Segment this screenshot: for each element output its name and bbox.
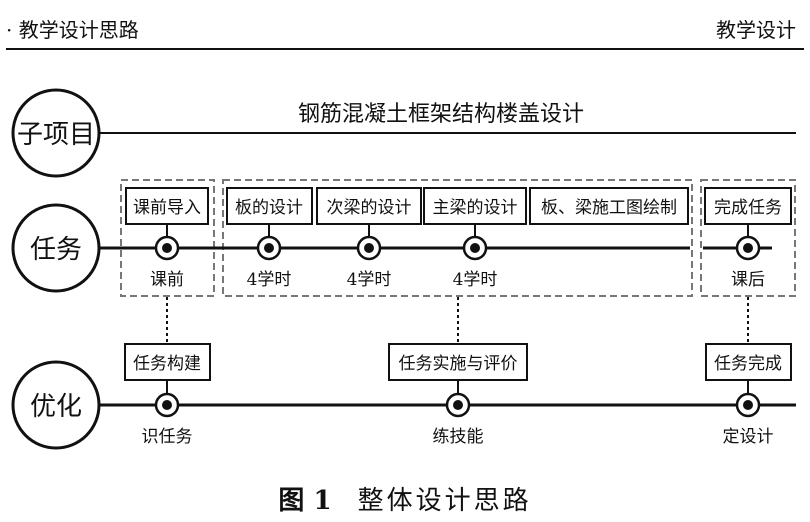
task-box-6: [704, 187, 792, 225]
optimize-box-1-label: 任务构建: [133, 354, 201, 374]
task-node-1: [256, 235, 282, 261]
header-section-label: · 教学设计思路: [6, 18, 139, 42]
task-node-2: [356, 235, 382, 261]
optimize-box-1: [124, 343, 211, 381]
optimize-box-3: [705, 343, 792, 381]
task-node-pre: [154, 235, 180, 261]
optimize-node-1-label: 识任务: [142, 427, 193, 447]
optimize-box-2: [388, 343, 528, 381]
task-box-5-label: 板、梁施工图绘制: [541, 198, 677, 218]
task-box-3-label: 次梁的设计: [327, 198, 412, 218]
task-box-6-label: 完成任务: [714, 198, 782, 218]
optimize-box-2-label: 任务实施与评价: [399, 354, 518, 374]
task-box-4-label: 主梁的设计: [433, 198, 518, 218]
optimize-node-2: [445, 392, 471, 418]
header-column-label: 教学设计: [716, 18, 796, 42]
optimize-node-1: [154, 392, 180, 418]
task-node-2-label: 4学时: [347, 270, 392, 290]
optimize-row-label: 优化: [30, 392, 82, 422]
figure-caption: 图 1 整体设计思路: [0, 480, 810, 517]
task-box-1-label: 课前导入: [133, 198, 201, 218]
task-node-3: [462, 235, 488, 261]
task-box-2-label: 板的设计: [235, 198, 303, 218]
task-node-post-label: 课后: [731, 270, 765, 290]
optimize-node-2-label: 练技能: [433, 427, 484, 447]
task-node-pre-label: 课前: [150, 270, 184, 290]
optimize-node-3: [735, 392, 761, 418]
subproject-title: 钢筋混凝土框架结构楼盖设计: [298, 102, 584, 127]
task-node-1-label: 4学时: [247, 270, 292, 290]
subproject-row-label: 子项目: [17, 120, 95, 150]
task-row-label: 任务: [30, 235, 82, 265]
optimize-node-3-label: 定设计: [723, 427, 774, 447]
task-group-frame-main: [222, 179, 693, 297]
figure-title: 整体设计思路: [357, 486, 532, 516]
task-group-frame-pre: [120, 179, 215, 297]
task-node-3-label: 4学时: [453, 270, 498, 290]
figure-number: 图 1: [278, 486, 332, 516]
task-box-5: [529, 187, 689, 225]
optimize-box-3-label: 任务完成: [714, 354, 782, 374]
task-group-frame-post: [700, 179, 796, 297]
header-rule: [6, 48, 804, 50]
task-node-post: [735, 235, 761, 261]
flow-diagram: 子项目 钢筋混凝土框架结构楼盖设计 任务 课前导入 板的设计 次梁的设计 主梁的…: [11, 88, 796, 450]
